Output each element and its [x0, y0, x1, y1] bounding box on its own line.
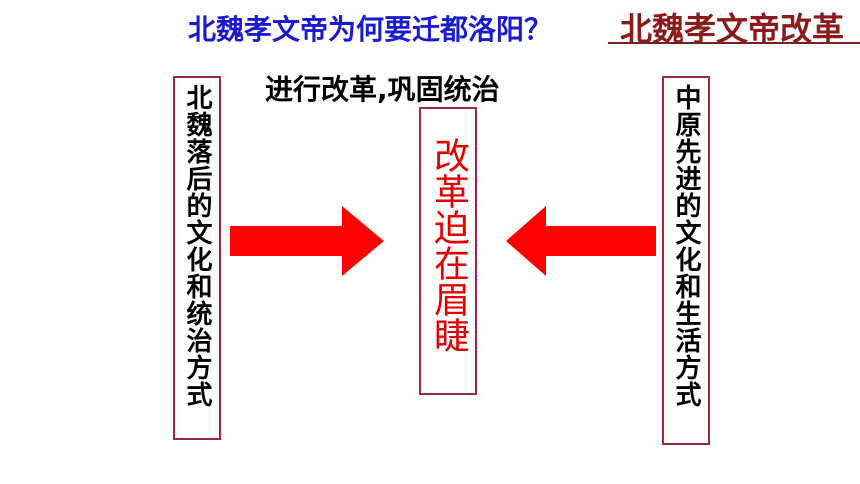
goal-text: 进行改革,巩固统治 [265, 73, 500, 106]
right-cause-text: 中原先进的文化和生活方式 [671, 84, 701, 408]
left-cause-text: 北魏落后的文化和统治方式 [182, 84, 212, 408]
right-cause-box: 中原先进的文化和生活方式 [662, 76, 710, 445]
center-conclusion-text: 改革迫在眉睫 [428, 137, 469, 353]
center-conclusion-box: 改革迫在眉睫 [419, 107, 477, 395]
left-cause-box: 北魏落后的文化和统治方式 [173, 76, 221, 440]
section-title: 北魏孝文帝改革 [620, 10, 845, 48]
question-heading: 北魏孝文帝为何要迁都洛阳？ [188, 13, 553, 46]
right-arrow-icon [230, 206, 384, 276]
title-underline [608, 42, 860, 44]
left-arrow-icon [506, 206, 656, 276]
